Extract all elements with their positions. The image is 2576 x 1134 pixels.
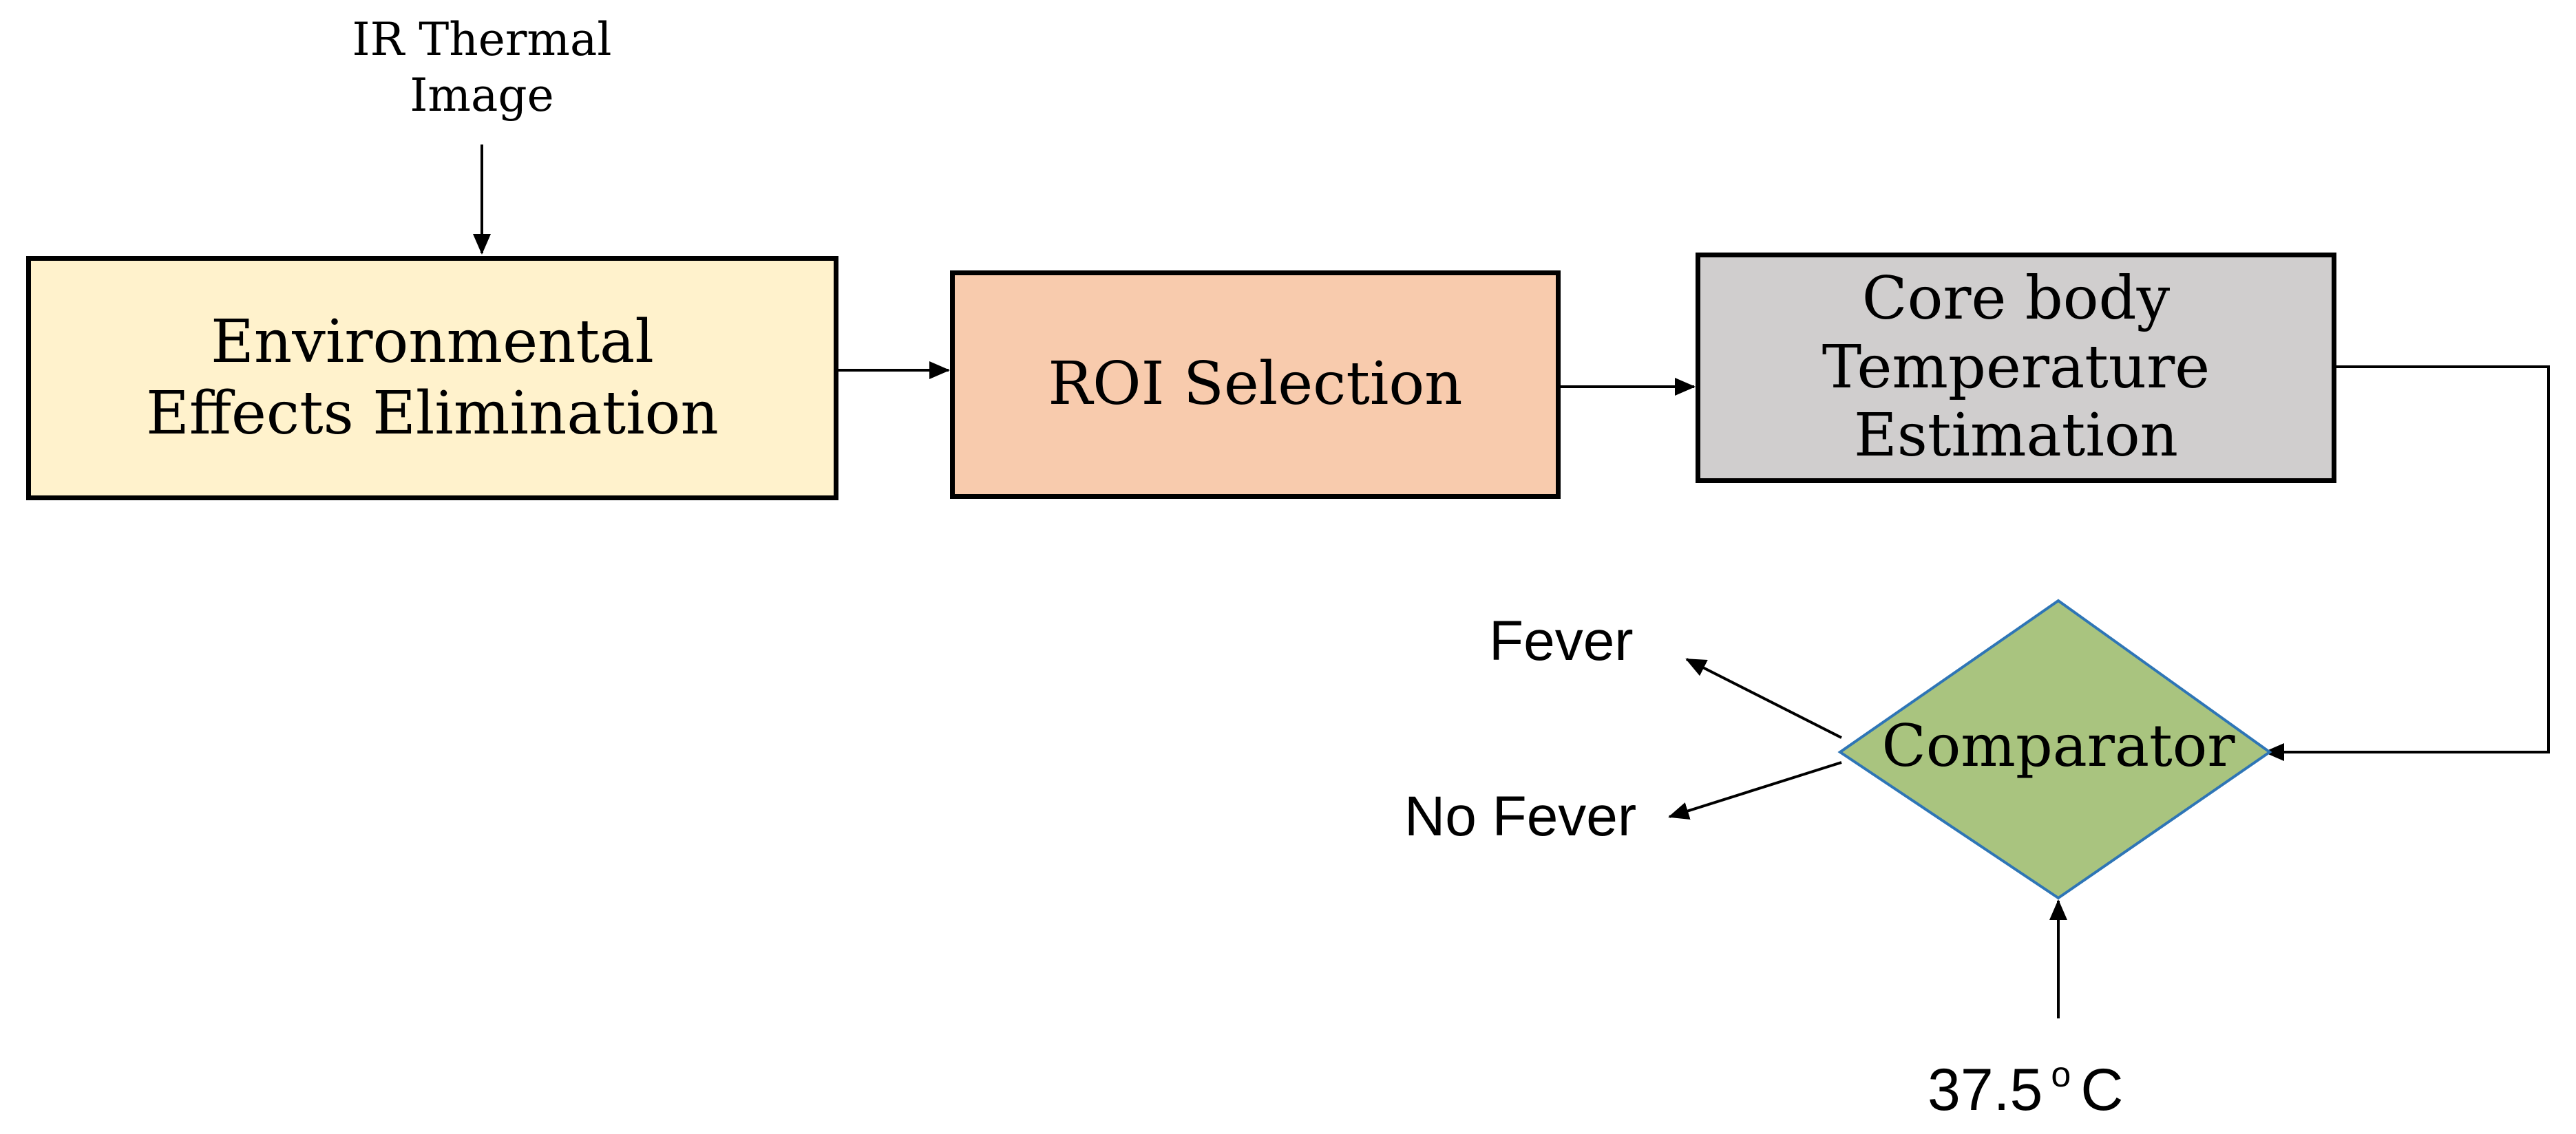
threshold-value: 37.5 [1928,1057,2043,1123]
degree-symbol: o [2051,1055,2071,1095]
output-no-fever-label: No Fever [1404,785,1637,848]
input-label: IR Thermal Image [352,13,612,122]
step-core-body-temperature-estimation: Core body Temperature Estimation [1696,253,2336,483]
output-fever-label: Fever [1489,610,1634,672]
threshold-unit: C [2080,1057,2124,1123]
arrow-core-to-comparator [2263,365,2550,761]
arrow-comparator-to-fever [1685,658,1842,739]
arrow-comparator-to-no-fever [1668,761,1842,820]
step-label: Environmental Effects Elimination [146,308,719,448]
step-roi-selection: ROI Selection [950,270,1561,499]
step-environmental-effects-elimination: Environmental Effects Elimination [26,256,838,500]
step-label: ROI Selection [1048,350,1463,419]
comparator-label: Comparator [1881,712,2235,780]
step-label: Core body Temperature Estimation [1822,264,2210,471]
comparator-diamond [1837,599,2272,900]
